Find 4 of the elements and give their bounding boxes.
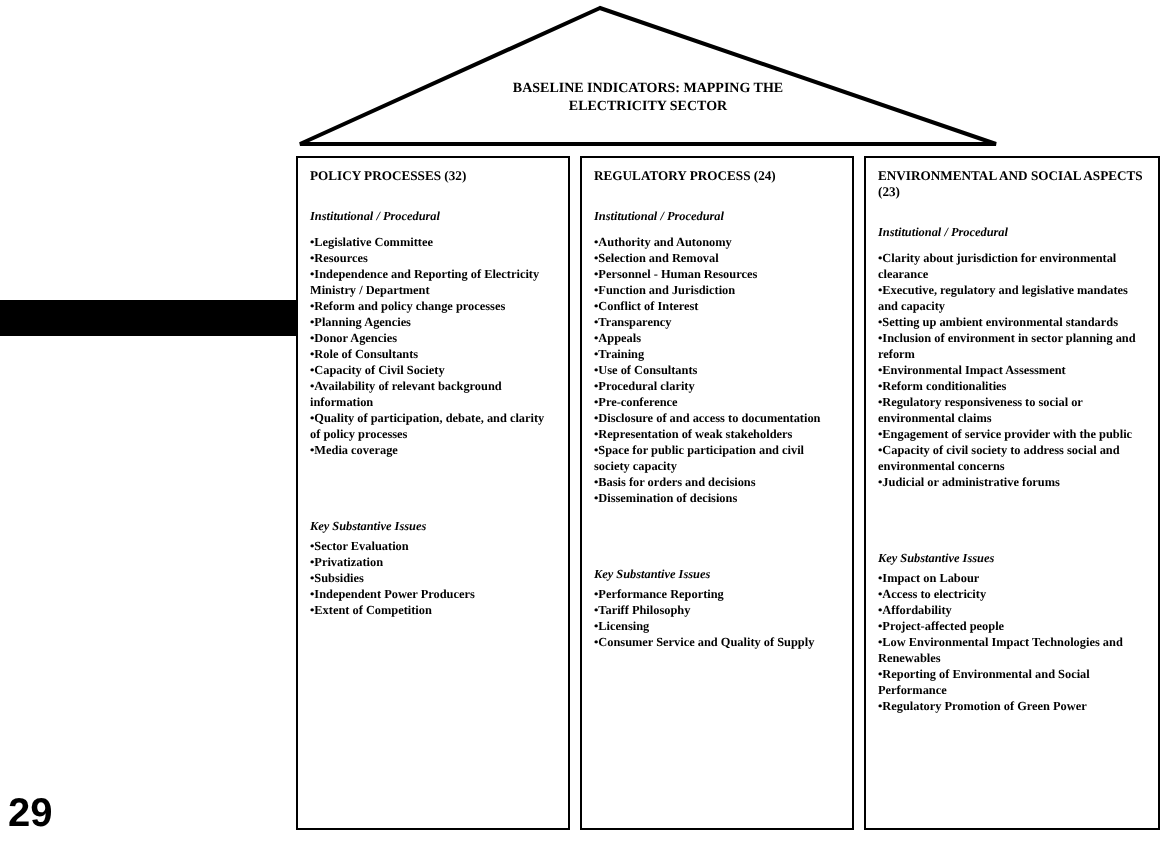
pillar-box bbox=[580, 156, 854, 830]
pillar-box bbox=[296, 156, 570, 830]
page-number: 29 bbox=[8, 792, 53, 838]
pillar-box bbox=[864, 156, 1160, 830]
